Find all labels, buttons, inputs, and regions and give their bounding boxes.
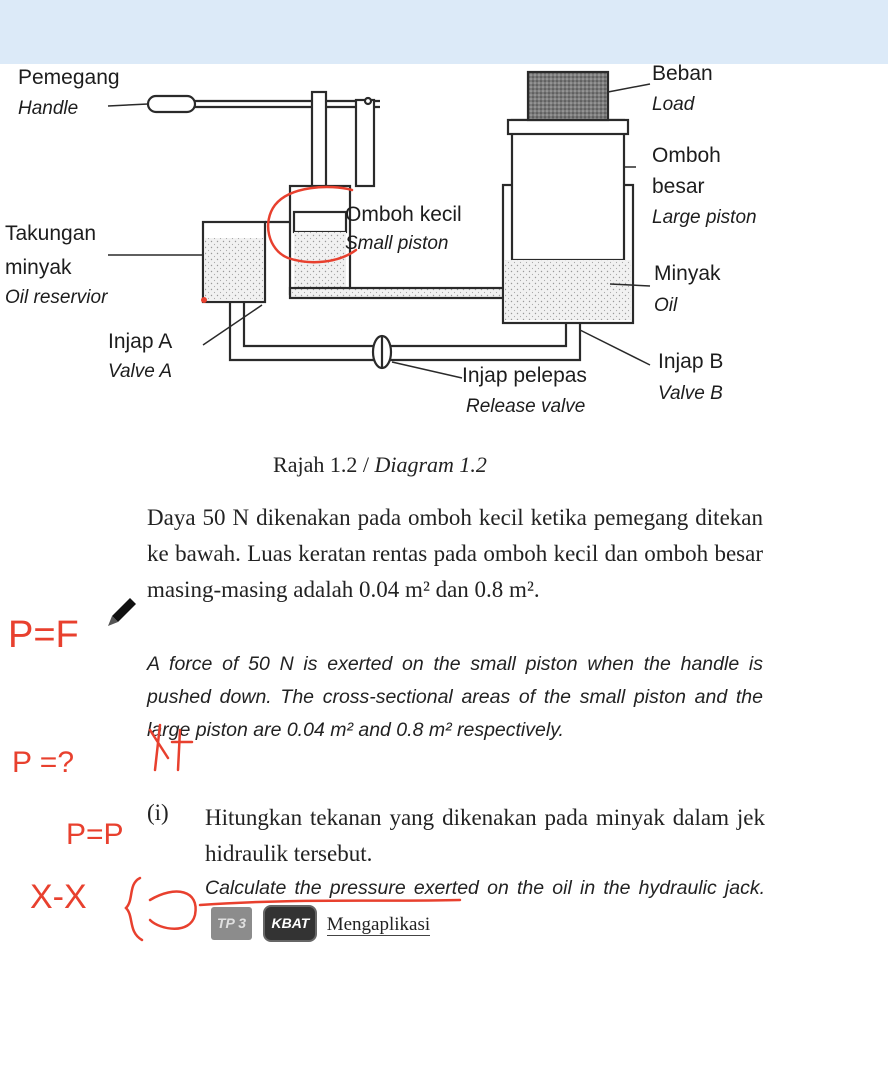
label-minyak: minyak [5,256,72,279]
annotation-p-equals-p: P=P [66,818,124,851]
label-injap-pelepas: Injap pelepas [462,364,587,387]
tp-badge: TP 3 [211,907,253,940]
small-piston [292,210,348,234]
label-small-piston: Small piston [345,233,449,254]
ink-curve [148,890,197,930]
ink-brace [124,876,144,942]
malay-paragraph: Daya 50 N dikenakan pada omboh kecil ket… [147,505,763,602]
label-omboh-kecil: Omboh kecil [345,203,462,226]
label-besar: besar [652,175,705,198]
label-pemegang: Pemegang [18,66,120,89]
label-takungan: Takungan [5,222,97,245]
handle-grip [146,94,197,114]
annotation-p-question: P =? [12,746,75,779]
kbat-badge: KBAT [263,905,318,942]
label-omboh: Omboh [652,144,721,167]
label-handle: Handle [18,98,79,119]
return-pipe [228,302,582,362]
question-english-text: Calculate the pressure exerted on the oi… [205,877,765,899]
large-piston [510,118,626,262]
annotation-scribble: X-X [30,878,87,916]
label-beban: Beban [652,62,713,85]
question-malay: Hitungkan tekanan yang dikenakan pada mi… [205,805,765,866]
label-oil: Oil [654,295,678,316]
question-number: (i) [147,800,169,825]
label-large-piston: Large piston [652,207,757,228]
label-release-valve: Release valve [466,396,586,417]
top-bar [0,0,888,64]
label-minyak-oil: Minyak [654,262,721,285]
caption-english: Diagram 1.2 [374,452,487,477]
label-injap-b: Injap B [658,350,724,373]
english-paragraph: A force of 50 N is exerted on the small … [147,653,763,741]
label-valve-a: Valve A [108,361,173,382]
label-valve-b: Valve B [658,383,723,404]
label-injap-a: Injap A [108,330,173,353]
pencil-icon [108,598,136,626]
annotation-p-equals-f: P=F [8,614,79,656]
skill-label: Mengaplikasi [326,914,431,936]
diagram-caption: Rajah 1.2 / Diagram 1.2 [0,452,760,478]
label-oil-reservior: Oil reservior [5,287,108,308]
load-block [526,70,610,122]
caption-malay: Rajah 1.2 / [273,452,369,477]
question-english: Calculate the pressure exerted on the oi… [205,872,765,942]
hydraulic-jack-diagram [107,70,651,379]
label-load: Load [652,94,695,115]
